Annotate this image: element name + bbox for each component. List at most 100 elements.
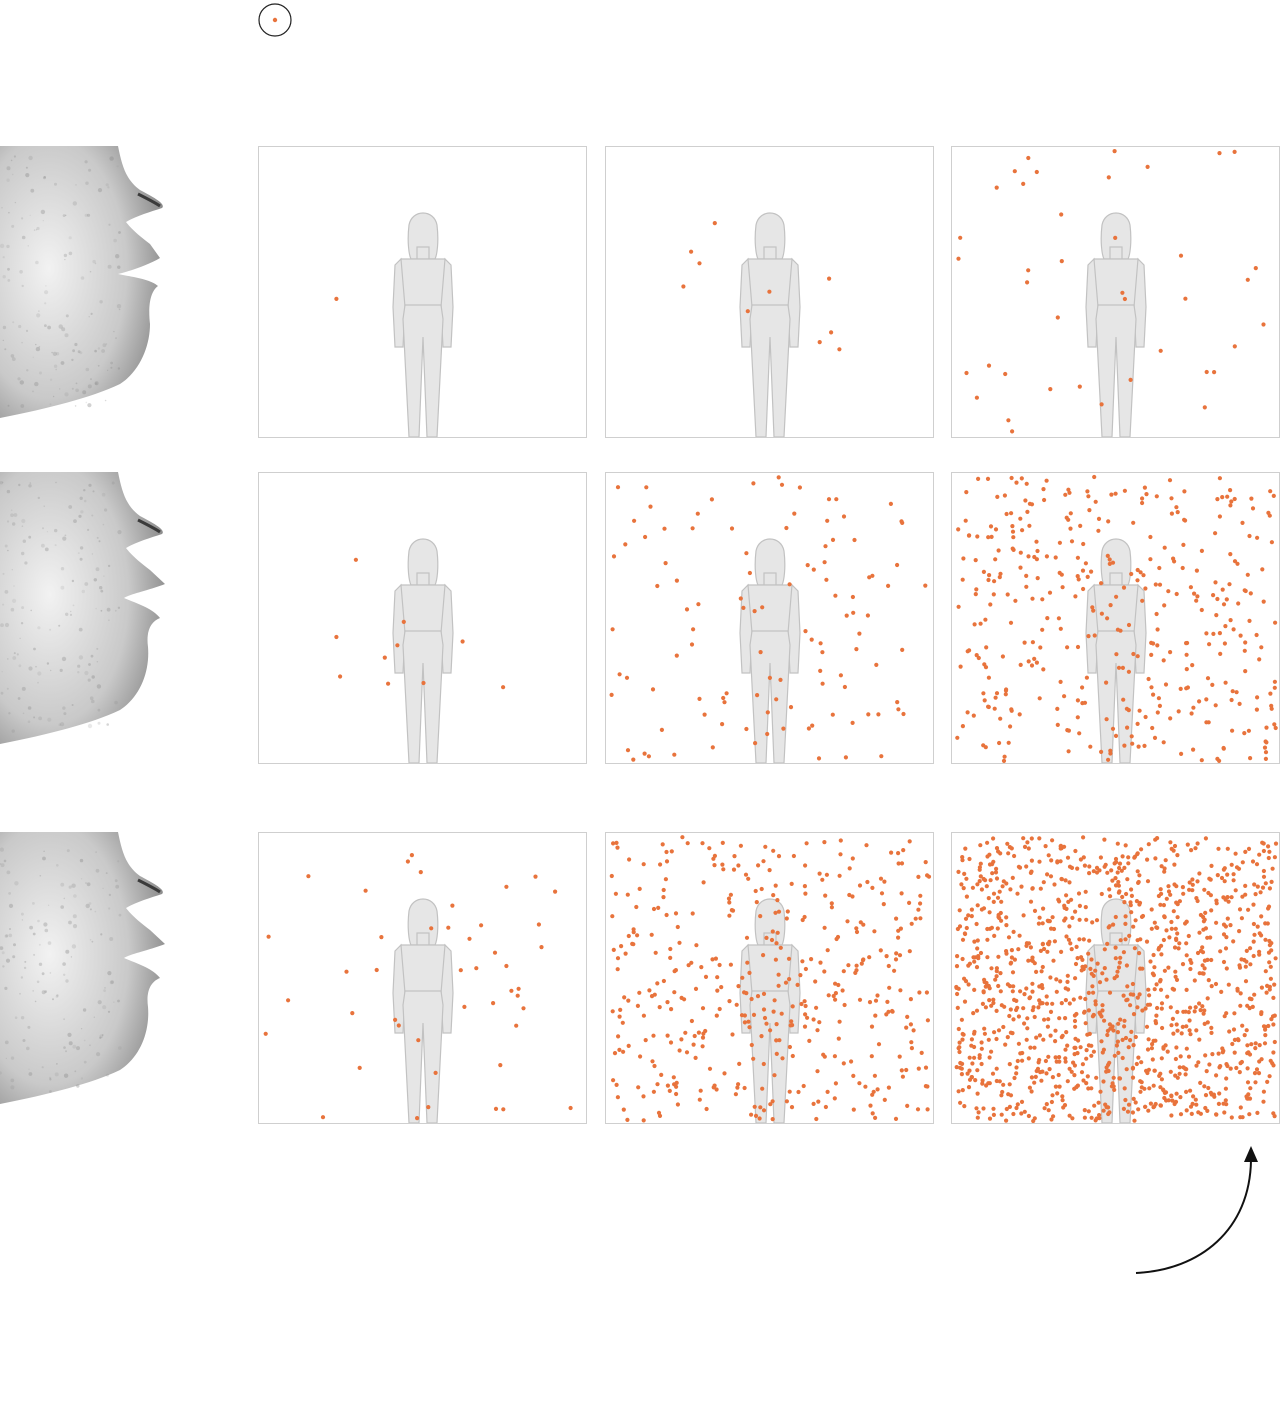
particle-dot bbox=[761, 953, 765, 957]
particle-dot bbox=[1263, 1041, 1267, 1045]
particle-dot bbox=[730, 908, 734, 912]
particle-dot bbox=[694, 1056, 698, 1060]
particle-dot bbox=[632, 927, 636, 931]
particle-dot bbox=[812, 1017, 816, 1021]
particle-dot bbox=[1038, 645, 1042, 649]
particle-dot bbox=[1188, 880, 1192, 884]
particle-dot bbox=[1147, 1037, 1151, 1041]
particle-dot bbox=[1169, 1070, 1173, 1074]
particle-dot bbox=[1152, 1104, 1156, 1108]
particle-dot bbox=[805, 841, 809, 845]
particle-dot bbox=[1215, 597, 1219, 601]
particle-dot bbox=[1022, 992, 1026, 996]
particle-dot bbox=[749, 1113, 753, 1117]
particle-dot bbox=[1130, 742, 1134, 746]
particle-dot bbox=[963, 932, 967, 936]
particle-dot bbox=[1125, 877, 1129, 881]
particle-dot bbox=[1270, 540, 1274, 544]
particle-dot bbox=[703, 713, 707, 717]
particle-dot bbox=[803, 999, 807, 1003]
particle-dot bbox=[651, 687, 655, 691]
particle-dot bbox=[1042, 498, 1046, 502]
particle-dot bbox=[1270, 880, 1274, 884]
particle-dot bbox=[972, 714, 976, 718]
particle-dot bbox=[998, 572, 1002, 576]
particle-dot bbox=[870, 574, 874, 578]
particle-dot bbox=[1200, 758, 1204, 762]
particle-dot bbox=[1153, 987, 1157, 991]
particle-dot bbox=[1174, 927, 1178, 931]
particle-dot bbox=[1060, 259, 1064, 263]
particle-dot bbox=[1172, 559, 1176, 563]
standing-figure bbox=[740, 213, 800, 437]
particle-dot bbox=[1140, 599, 1144, 603]
particle-dot bbox=[958, 1061, 962, 1065]
particle-dot bbox=[1104, 1070, 1108, 1074]
particle-dot bbox=[920, 1051, 924, 1055]
particle-dot bbox=[622, 995, 626, 999]
particle-dot bbox=[979, 622, 983, 626]
particle-dot bbox=[1266, 921, 1270, 925]
particle-dot bbox=[434, 1071, 438, 1075]
particle-dot bbox=[774, 958, 778, 962]
particle-dot bbox=[1042, 880, 1046, 884]
particle-dot bbox=[842, 514, 846, 518]
particle-dot bbox=[638, 1054, 642, 1058]
particle-dot bbox=[1082, 1011, 1086, 1015]
particle-dot bbox=[1185, 920, 1189, 924]
particle-dot bbox=[666, 1084, 670, 1088]
particle-dot bbox=[1266, 844, 1270, 848]
particle-dot bbox=[994, 1037, 998, 1041]
particle-dot bbox=[980, 907, 984, 911]
particle-dot bbox=[1245, 1028, 1249, 1032]
particle-dot bbox=[874, 999, 878, 1003]
particle-dot bbox=[1157, 947, 1161, 951]
particle-dot bbox=[692, 1043, 696, 1047]
particle-dot bbox=[736, 863, 740, 867]
particle-dot bbox=[533, 875, 537, 879]
particle-dot bbox=[1161, 1047, 1165, 1051]
particle-dot bbox=[772, 1010, 776, 1014]
particle-dot bbox=[1129, 903, 1133, 907]
particle-dot bbox=[778, 678, 782, 682]
particle-dot bbox=[1190, 711, 1194, 715]
particle-dot bbox=[885, 1000, 889, 1004]
particle-dot bbox=[870, 1054, 874, 1058]
particle-dot bbox=[625, 676, 629, 680]
particle-dot bbox=[1073, 1019, 1077, 1023]
particle-dot bbox=[984, 665, 988, 669]
particle-dot bbox=[750, 997, 754, 1001]
particle-dot bbox=[1146, 1109, 1150, 1113]
particle-dot bbox=[973, 622, 977, 626]
particle-dot bbox=[1235, 690, 1239, 694]
particle-dot bbox=[801, 918, 805, 922]
particle-dot bbox=[1122, 586, 1126, 590]
particle-dot bbox=[889, 851, 893, 855]
particle-dot bbox=[826, 1090, 830, 1094]
particle-dot bbox=[780, 1056, 784, 1060]
particle-dot bbox=[674, 911, 678, 915]
particle-dot bbox=[1032, 657, 1036, 661]
particle-dot bbox=[858, 883, 862, 887]
particle-dot bbox=[611, 1078, 615, 1082]
particle-dot bbox=[851, 1074, 855, 1078]
particle-dot bbox=[918, 894, 922, 898]
particle-dot bbox=[1076, 698, 1080, 702]
particle-dot bbox=[776, 931, 780, 935]
particle-dot bbox=[1239, 991, 1243, 995]
particle-dot bbox=[1045, 994, 1049, 998]
particle-dot bbox=[813, 979, 817, 983]
particle-dot bbox=[975, 1068, 979, 1072]
particle-dot bbox=[923, 584, 927, 588]
particle-dot bbox=[916, 1107, 920, 1111]
particle-dot bbox=[1242, 731, 1246, 735]
particle-dot bbox=[871, 1111, 875, 1115]
particle-dot bbox=[1175, 592, 1179, 596]
particle-dot bbox=[868, 1104, 872, 1108]
particle-dot bbox=[803, 629, 807, 633]
particle-dot bbox=[1172, 863, 1176, 867]
particle-dot bbox=[1229, 499, 1233, 503]
particle-dot bbox=[957, 1045, 961, 1049]
particle-dot bbox=[676, 925, 680, 929]
particle-dot bbox=[1195, 569, 1199, 573]
